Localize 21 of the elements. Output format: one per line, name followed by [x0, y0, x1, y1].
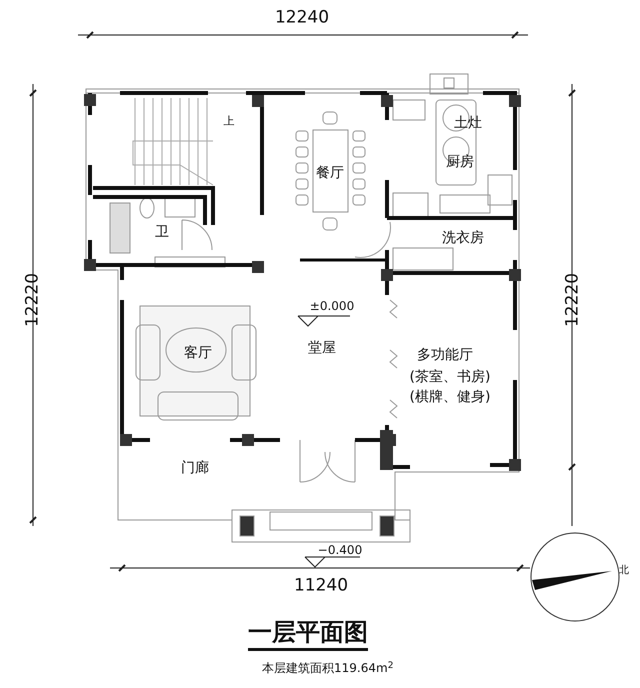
room-label: (茶室、书房)	[410, 370, 490, 384]
room-label: 堂屋	[308, 341, 336, 355]
dimension-text: 11240	[294, 578, 348, 594]
room-label: (棋牌、健身)	[410, 390, 490, 404]
drawing-title: 一层平面图	[248, 620, 368, 651]
room-label: 客厅	[184, 346, 212, 360]
elevation-text: −0.400	[318, 544, 362, 556]
room-label: 卫	[155, 225, 169, 239]
dimension-text: 12220	[24, 272, 42, 328]
room-label: 厨房	[446, 155, 474, 169]
room-label: 餐厅	[316, 166, 344, 180]
dimension-text: 12220	[564, 272, 582, 328]
room-label: 门廊	[181, 461, 209, 475]
room-label: 土灶	[454, 116, 482, 130]
dimension-text: 12240	[274, 10, 330, 26]
room-label: 多功能厅	[417, 348, 473, 362]
stair-direction-text: 上	[224, 116, 234, 126]
compass-label: 北	[619, 566, 629, 576]
elevation-text: ±0.000	[310, 300, 354, 312]
area-note: 本层建筑面积119.64m$^{2}$	[262, 662, 394, 674]
room-label: 洗衣房	[442, 231, 484, 245]
